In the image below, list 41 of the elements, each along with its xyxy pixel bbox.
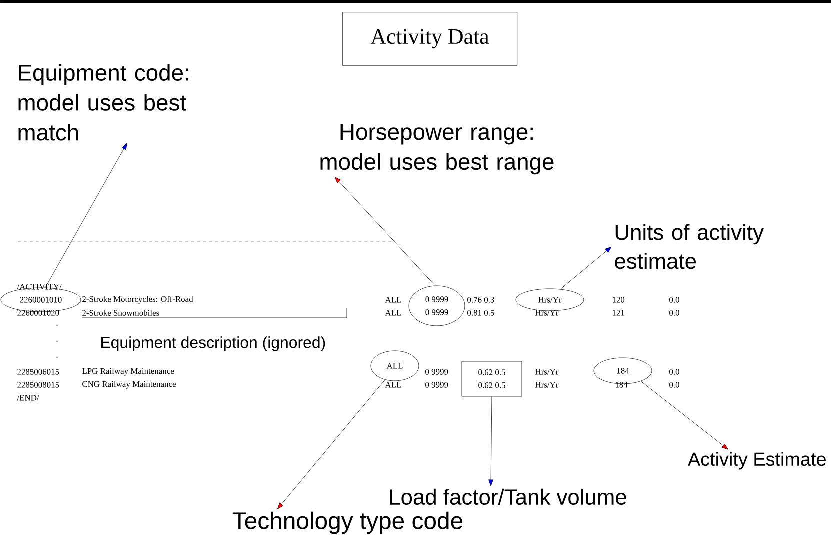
record-text: 0.76 0.3 — [468, 297, 494, 303]
arrow — [277, 380, 386, 510]
record-text: 2-Stroke Snowmobiles — [82, 310, 160, 316]
record-text: 2285006015 — [18, 369, 60, 375]
record-text: CNG Railway Maintenance — [82, 381, 176, 389]
record-text: 0.0 — [670, 382, 680, 388]
annotation-text: Technology type code — [232, 512, 463, 534]
boxed-field: 0.62 0.5 0.62 0.5 — [462, 361, 522, 397]
arrow — [488, 396, 494, 486]
record-text: 120 — [612, 297, 625, 303]
annotation-text: Activity Estimate — [688, 452, 826, 470]
circled-field: ALL — [370, 350, 420, 382]
circled-field: 0 9999 0 9999 — [408, 286, 466, 326]
record-text: 0 9999 — [426, 382, 448, 388]
record-text: 2260001020 — [18, 310, 60, 316]
annotation-text: Horsepower range: model uses best range — [320, 124, 554, 175]
annotation-text: Equipment code: model uses best match — [18, 64, 188, 141]
record-text: ALL — [385, 382, 402, 388]
circled-field: Hrs/Yr — [516, 288, 584, 312]
record-text: 0.0 — [670, 297, 680, 303]
record-text: 121 — [612, 310, 624, 316]
record-text: 0.0 — [670, 310, 680, 316]
record-text: Hrs/Yr — [535, 369, 559, 375]
annotation-text: Units of activity estimate — [615, 224, 764, 270]
arrow — [334, 177, 436, 286]
record-text: 2285008015 — [18, 382, 60, 388]
record-text: LPG Railway Maintenance — [82, 368, 174, 376]
annotation-text: Load factor/Tank volume — [390, 488, 626, 506]
record-text: 0 9999 — [426, 369, 448, 375]
caption-text: Equipment description (ignored) — [102, 336, 326, 352]
title-box: Activity Data — [342, 12, 518, 66]
record-text: 184 — [616, 382, 628, 388]
arrow — [560, 246, 612, 290]
record-text: Hrs/Yr — [535, 310, 559, 316]
record-text: 0.0 — [670, 369, 680, 375]
record-text: /ACTIVITY/ — [17, 284, 62, 290]
record-text: /END/ — [17, 395, 40, 401]
arrow — [640, 381, 728, 450]
record-text: Hrs/Yr — [535, 382, 559, 388]
record-text: 0.81 0.5 — [468, 310, 494, 316]
arrow — [45, 143, 128, 288]
